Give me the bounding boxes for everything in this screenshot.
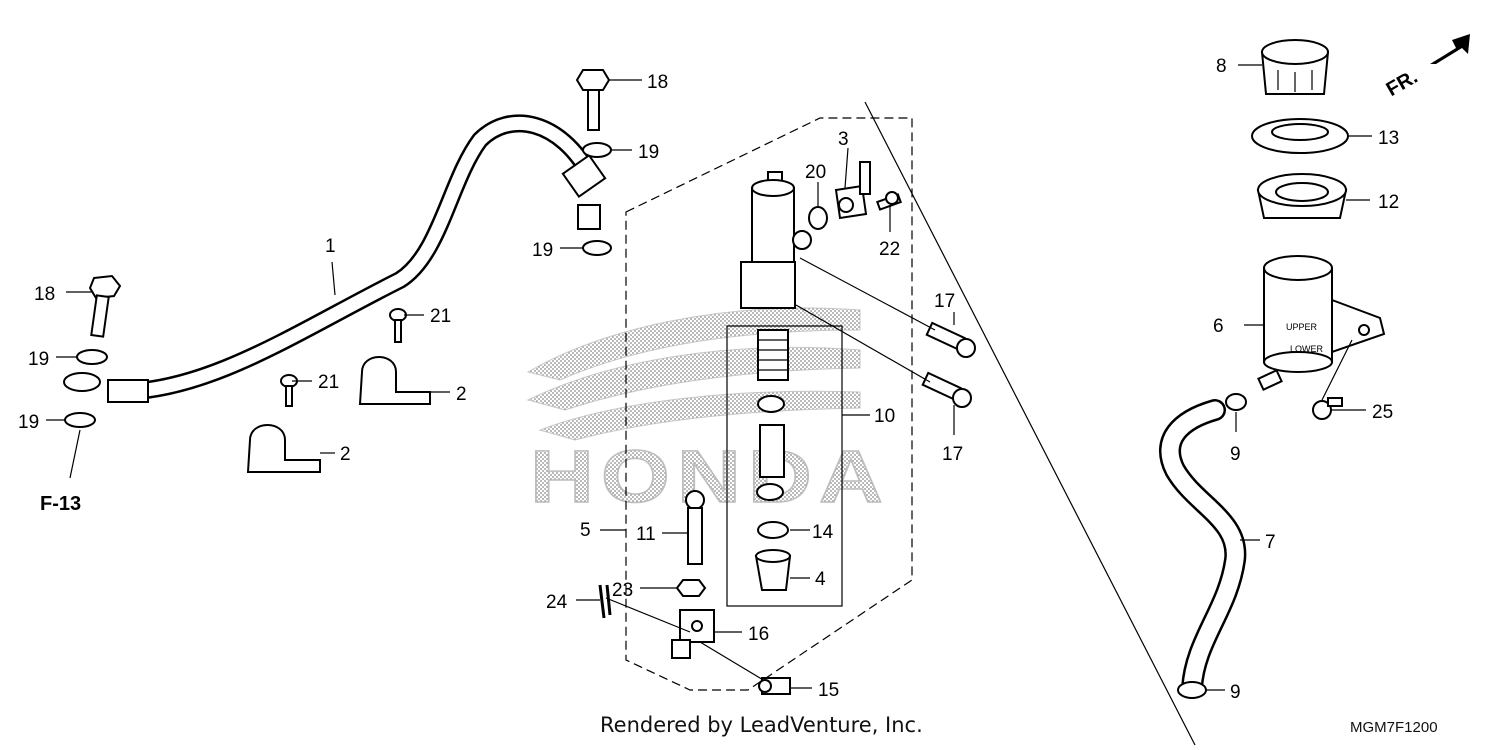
callout-2a: 2 [340,444,351,465]
front-arrow-icon [1430,34,1470,64]
mounting-bolt-lower [921,371,972,408]
hose-clamp-b [358,356,431,405]
hose-clip-lower [1177,681,1207,699]
reservoir-upper-label: UPPER [1286,322,1318,332]
joint-screw [876,191,902,211]
piston-kit [756,329,789,501]
callout-1: 1 [325,236,336,257]
callout-22: 22 [879,239,900,260]
circlip [757,521,789,539]
callout-13: 13 [1378,128,1399,149]
kit-outline-10 [726,325,843,607]
reservoir-hose [1159,399,1247,699]
reservoir-screw [1312,397,1343,420]
callout-10: 10 [874,406,895,427]
clamp-screw-a [280,374,298,407]
joint-clevis [671,609,715,659]
brake-hose [63,114,607,403]
hose-joint [834,161,871,220]
callout-4: 4 [815,569,826,590]
watermark: HONDA [526,307,890,519]
callout-17a: 17 [934,291,955,312]
push-rod [685,490,705,565]
callout-11: 11 [636,524,656,545]
callout-8: 8 [1216,56,1227,77]
callout-17b: 17 [942,444,963,465]
o-ring [808,206,828,230]
callout-19c: 19 [28,349,49,370]
wing-logo [526,307,861,441]
callout-24: 24 [546,592,568,613]
reservoir-diaphragm [1256,173,1348,219]
clamp-screw-b [389,308,407,343]
callout-3: 3 [838,129,849,150]
front-direction-indicator: FR. [1383,34,1470,101]
banjo-bolt-lower [88,274,122,338]
sealing-washer-a [582,142,612,158]
joint-pin [758,677,791,695]
callout-9b: 9 [1230,682,1241,703]
watermark-text: HONDA [530,435,890,518]
callout-20: 20 [805,162,826,183]
separator-line [864,101,1196,746]
callout-25: 25 [1372,402,1393,423]
lock-nut [675,579,707,597]
leader-lines [46,64,1372,691]
callout-19d: 19 [18,412,39,433]
callout-5: 5 [580,520,591,541]
callout-14: 14 [812,522,834,543]
callout-21a: 21 [318,372,339,393]
assembly-outline-5 [625,117,913,691]
sealing-washer-b [582,240,612,256]
callout-labels: 1 2 2 3 4 5 6 7 8 9 9 10 11 12 13 14 15 … [18,56,1399,703]
cotter-pin [598,584,612,619]
sealing-washer-c [76,349,108,365]
callout-7: 7 [1265,532,1276,553]
callout-15: 15 [818,680,839,701]
hose-clip-upper [1225,393,1247,411]
master-cylinder-body [740,171,812,309]
reservoir-plate [1251,118,1349,154]
boot [754,549,792,591]
callout-19a: 19 [638,142,659,163]
callout-9a: 9 [1230,444,1241,465]
reservoir-lower-label: LOWER [1290,344,1324,354]
hose-clamp-a [246,424,321,473]
diagram-code: MGM7F1200 [1350,719,1438,736]
reservoir-tank: UPPER LOWER [1257,255,1386,391]
front-label: FR. [1383,66,1422,101]
sealing-washer-d [64,412,96,428]
callout-18b: 18 [34,284,55,305]
callout-18a: 18 [647,72,668,93]
callout-2b: 2 [456,384,467,405]
callout-23: 23 [612,580,633,601]
callout-12: 12 [1378,192,1399,213]
reference-label: F-13 [40,493,81,515]
reservoir-cap [1260,39,1330,95]
callout-19b: 19 [532,240,553,261]
mounting-bolt-upper [925,321,976,358]
callout-6: 6 [1213,316,1224,337]
banjo-bolt-upper [575,69,611,131]
callout-21b: 21 [430,306,451,327]
footer-credit: Rendered by LeadVenture, Inc. [600,713,923,737]
callout-16: 16 [748,624,769,645]
